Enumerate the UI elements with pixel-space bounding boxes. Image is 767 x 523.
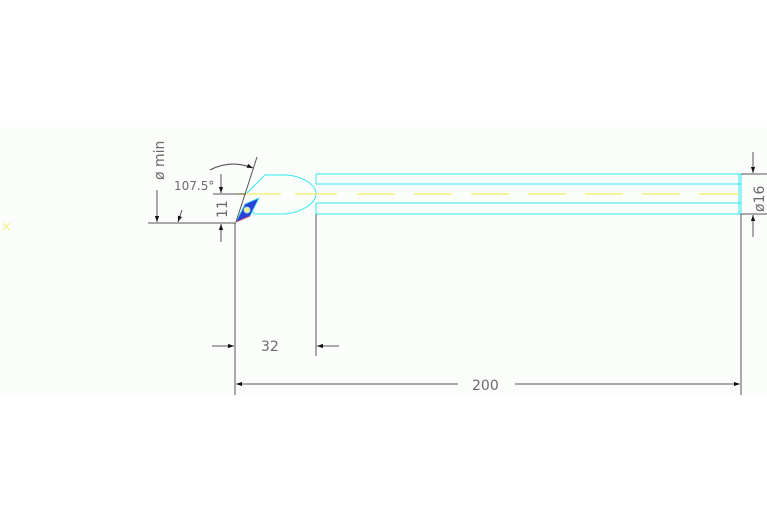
shank-diameter-label: ø16 (752, 186, 767, 212)
height-label: 11 (215, 200, 231, 218)
min-diameter-label: ø min (152, 141, 168, 180)
cutting-insert (235, 197, 260, 223)
origin-x-marker (2, 222, 11, 231)
drawing-canvas (0, 127, 767, 396)
head-length-label: 32 (261, 339, 279, 355)
dimension-lines (148, 152, 767, 395)
angle-label: 107.5° (174, 179, 214, 193)
overall-length-label: 200 (472, 378, 499, 394)
